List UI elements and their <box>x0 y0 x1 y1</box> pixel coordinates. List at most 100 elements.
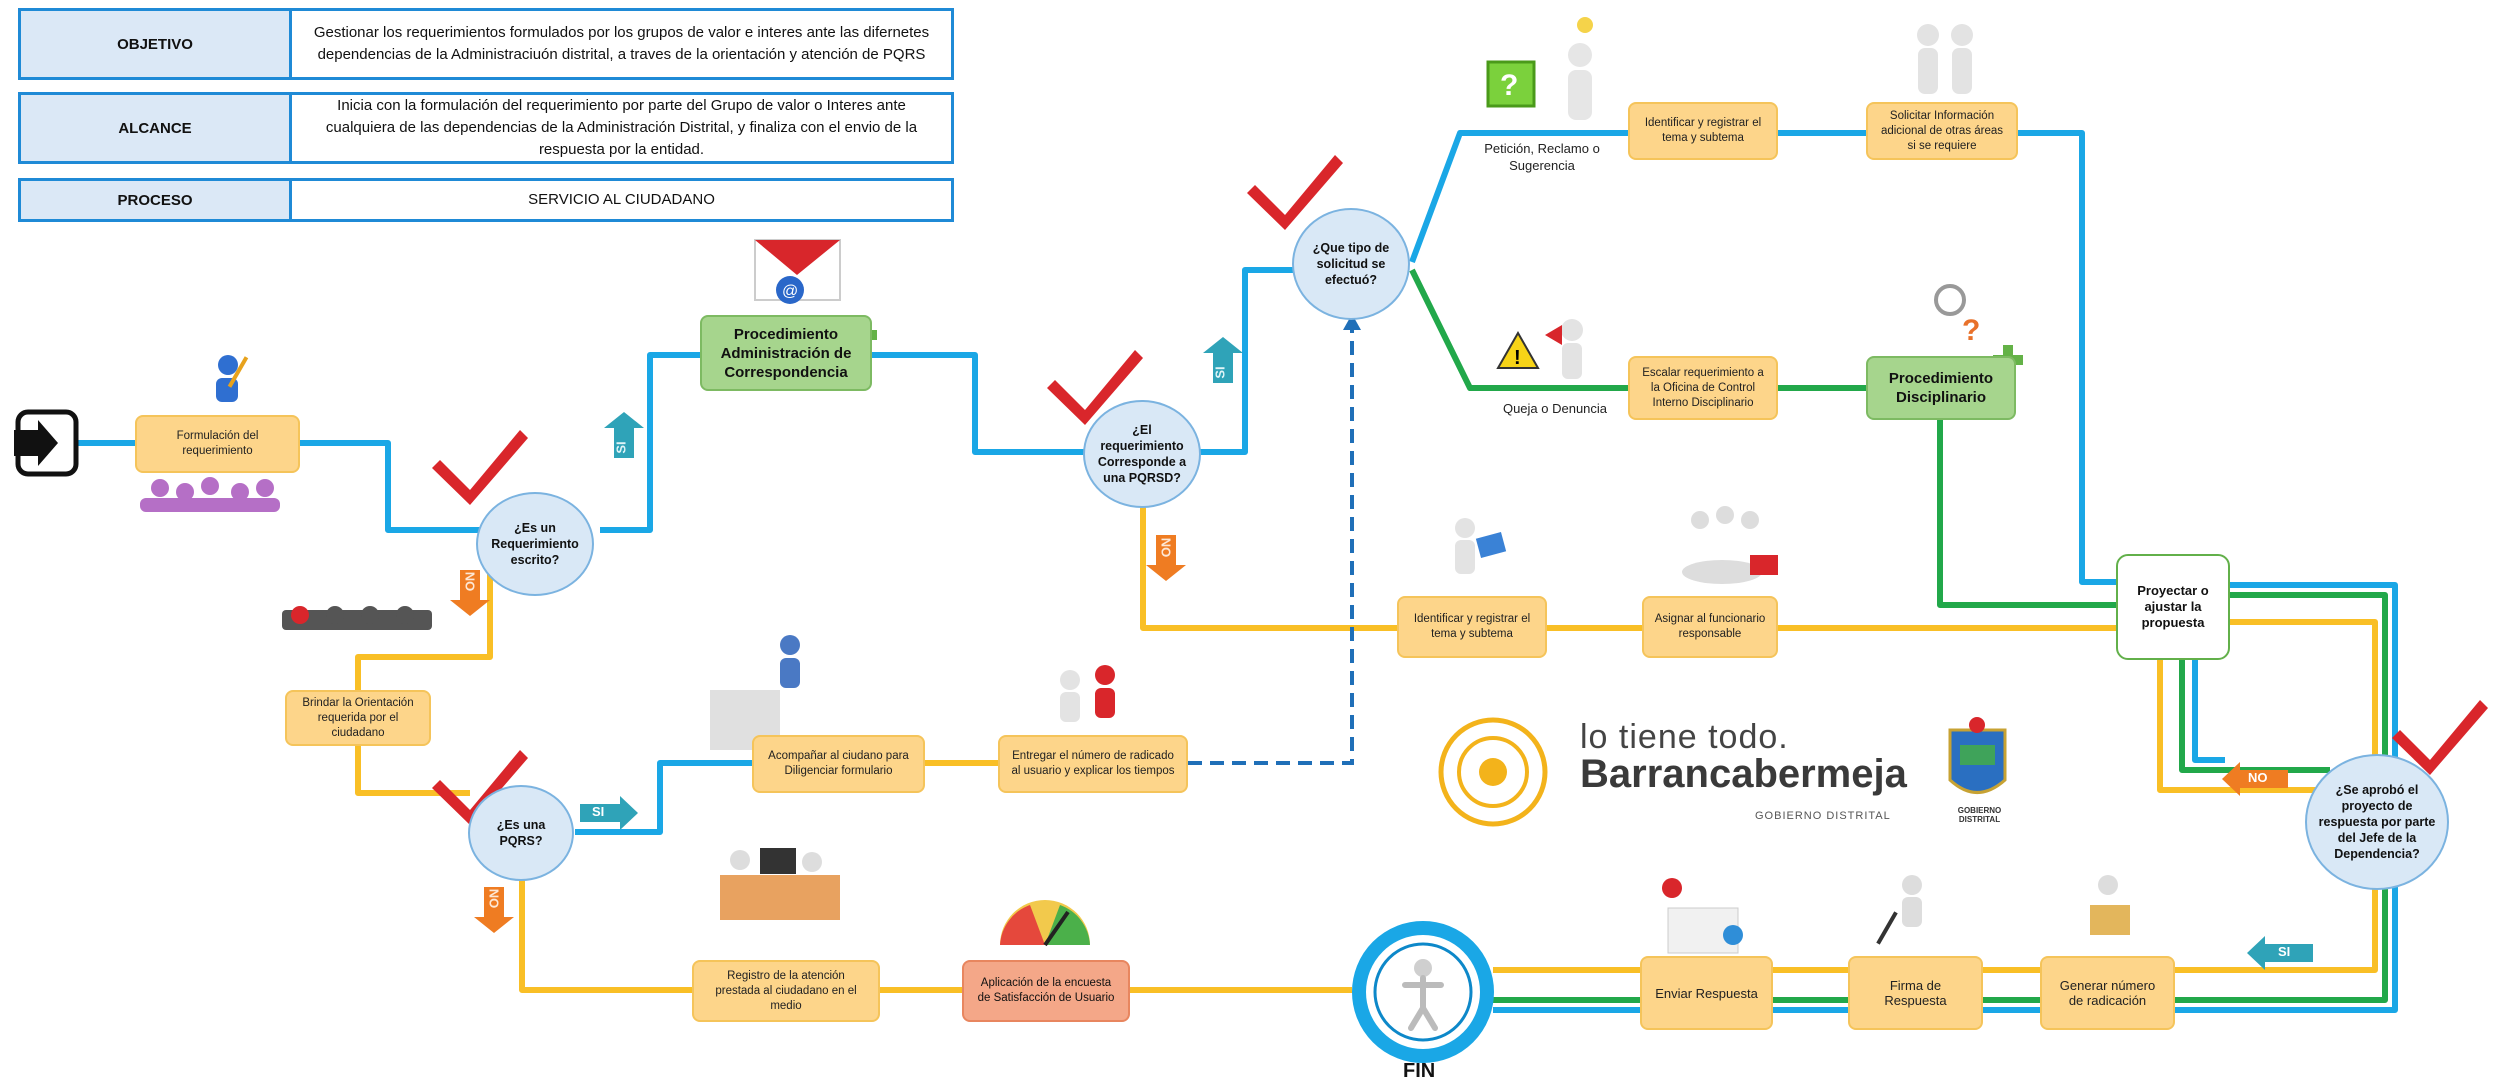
blue-line-4 <box>1198 267 1295 455</box>
arrow-si-right <box>580 796 638 830</box>
person-writing-icon <box>216 355 249 402</box>
desk-office-icon <box>720 848 840 920</box>
blue-line-7 <box>2018 130 2118 585</box>
yellow-line-6 <box>355 570 493 690</box>
call-center-icon <box>282 606 432 630</box>
yellow-line-8 <box>519 880 692 993</box>
node-solicitar-info[interactable]: Solicitar Información adicional de otras… <box>1866 102 2018 160</box>
decision-se-aprobo[interactable]: ¿Se aprobó el proyecto de respuesta por … <box>2305 754 2449 890</box>
lightbulb-person-icon <box>1568 17 1593 120</box>
arrow-si-left <box>2247 936 2313 970</box>
check-mark-icon-2 <box>1047 350 1143 425</box>
logo-slogan: lo tiene todo. <box>1580 718 1789 756</box>
globe-person-icon <box>1662 878 1743 954</box>
blue-line-1 <box>300 440 480 533</box>
arrow-no-down-2 <box>1146 535 1186 581</box>
arrow-no-left <box>2222 762 2288 796</box>
node-formulacion[interactable]: Formulación del requerimiento <box>135 415 300 473</box>
node-enviar[interactable]: Enviar Respuesta <box>1640 956 1773 1030</box>
warning-icon: ! <box>1496 330 1540 369</box>
tag-no-4: NO <box>2248 770 2268 785</box>
megaphone-person-icon <box>1545 319 1583 379</box>
gauge-icon <box>1000 900 1090 947</box>
node-proyectar[interactable]: Proyectar o ajustar la propuesta <box>2116 554 2230 660</box>
node-brindar[interactable]: Brindar la Orientación requerida por el … <box>285 690 431 746</box>
label-fin: FIN <box>1403 1060 1436 1082</box>
svg-text:?: ? <box>1962 314 1980 347</box>
tag-si-1: SI <box>613 441 629 454</box>
check-mark-icon-5 <box>2392 700 2488 775</box>
coat-of-arms-icon <box>1948 717 2007 794</box>
check-mark-icon-1 <box>432 430 528 505</box>
svg-text:!: ! <box>1514 347 1521 369</box>
decision-es-pqrs[interactable]: ¿Es una PQRS? <box>468 785 574 881</box>
label-peticion: Petición, Reclamo o Sugerencia <box>1484 141 1600 173</box>
objetivo-text: Gestionar los requerimientos formulados … <box>313 24 930 63</box>
start-icon <box>14 409 79 477</box>
green-line-5 <box>2179 660 2330 773</box>
pen-person-icon <box>1876 875 1922 945</box>
alcance-label: ALCANCE <box>21 95 292 161</box>
node-generar[interactable]: Generar número de radicación <box>2040 956 2175 1030</box>
seal-caption: GOBIERNO DISTRITAL <box>1957 806 2002 824</box>
proceso-row: PROCESO SERVICIO AL CIUDADANO <box>18 178 954 222</box>
node-encuesta[interactable]: Aplicación de la encuesta de Satisfacció… <box>962 960 1130 1022</box>
node-escalar[interactable]: Escalar requerimiento a la Oficina de Co… <box>1628 356 1778 420</box>
node-identificar-2[interactable]: Identificar y registrar el tema y subtem… <box>1397 596 1547 658</box>
alcance-row: ALCANCE Inicia con la formulación del re… <box>18 92 954 164</box>
handshake-people-icon <box>1917 24 1973 94</box>
svg-text:@: @ <box>782 283 798 300</box>
decision-es-escrito[interactable]: ¿Es un Requerimiento escrito? <box>476 492 594 596</box>
node-proc-correspondencia[interactable]: Procedimiento Administración de Correspo… <box>700 315 872 391</box>
tag-si-3: SI <box>592 804 605 819</box>
node-entregar[interactable]: Entregar el número de radicado al usuari… <box>998 735 1188 793</box>
objetivo-label: OBJETIVO <box>21 11 292 77</box>
decision-tipo-solicitud[interactable]: ¿Que tipo de solicitud se efectuó? <box>1292 208 1410 320</box>
magnifier-question-icon: ? <box>1934 284 1980 347</box>
alcance-text: Inicia con la formulación del requerimie… <box>325 97 918 158</box>
yellow-line-7 <box>355 745 470 796</box>
green-line-1 <box>1409 268 1630 391</box>
dashed-return-line <box>1188 318 1354 765</box>
yellow-line-1 <box>1140 490 1397 631</box>
node-acompanar[interactable]: Acompañar al ciudano para Diligenciar fo… <box>752 735 925 793</box>
people-crowd-icon <box>140 477 280 512</box>
tag-si-2: SI <box>1212 366 1228 379</box>
node-firma[interactable]: Firma de Respuesta <box>1848 956 1983 1030</box>
tag-no-2: NO <box>1158 537 1174 558</box>
check-mark-icon-3 <box>1247 155 1343 230</box>
node-identificar-1[interactable]: Identificar y registrar el tema y subtem… <box>1628 102 1778 160</box>
proceso-label: PROCESO <box>21 181 292 219</box>
node-proc-disciplinario[interactable]: Procedimiento Disciplinario <box>1866 356 2016 420</box>
decision-corresponde-pqrsd[interactable]: ¿El requerimiento Corresponde a una PQRS… <box>1083 400 1201 508</box>
mail-icon: @ <box>754 239 841 304</box>
blue-line-3 <box>870 352 1085 455</box>
fin-circle-graphic <box>1352 921 1494 1063</box>
yellow-line-5 <box>2157 660 2345 793</box>
arrow-si-up-2 <box>1203 337 1243 383</box>
objetivo-row: OBJETIVO Gestionar los requerimientos fo… <box>18 8 954 80</box>
proceso-text: SERVICIO AL CIUDADANO <box>528 191 715 208</box>
logo-city-name: Barrancabermeja <box>1580 752 1907 796</box>
block-person-icon <box>710 635 800 750</box>
box-person-icon <box>2090 875 2130 935</box>
question-box-icon: ? <box>1486 60 1536 108</box>
blue-line-2 <box>600 352 700 533</box>
dashed-arrowhead <box>1343 314 1361 330</box>
node-registro[interactable]: Registro de la atención prestada al ciud… <box>692 960 880 1022</box>
node-asignar[interactable]: Asignar al funcionario responsable <box>1642 596 1778 658</box>
tag-si-4: SI <box>2278 944 2291 959</box>
check-mark-icon-4 <box>432 750 528 825</box>
arrow-no-down-3 <box>474 887 514 933</box>
blue-line-5 <box>1409 130 1630 264</box>
blue-line-pqrs <box>575 760 752 835</box>
arrow-no-down-1 <box>450 570 490 616</box>
tag-no-3: NO <box>486 888 502 909</box>
team-podium-icon <box>1682 506 1778 584</box>
arrow-si-up-1 <box>604 412 644 458</box>
handshake-red-icon <box>1060 665 1115 722</box>
city-logo-emblem <box>1438 717 1548 827</box>
green-line-3 <box>1937 418 2118 608</box>
blue-line-9 <box>2192 660 2225 763</box>
